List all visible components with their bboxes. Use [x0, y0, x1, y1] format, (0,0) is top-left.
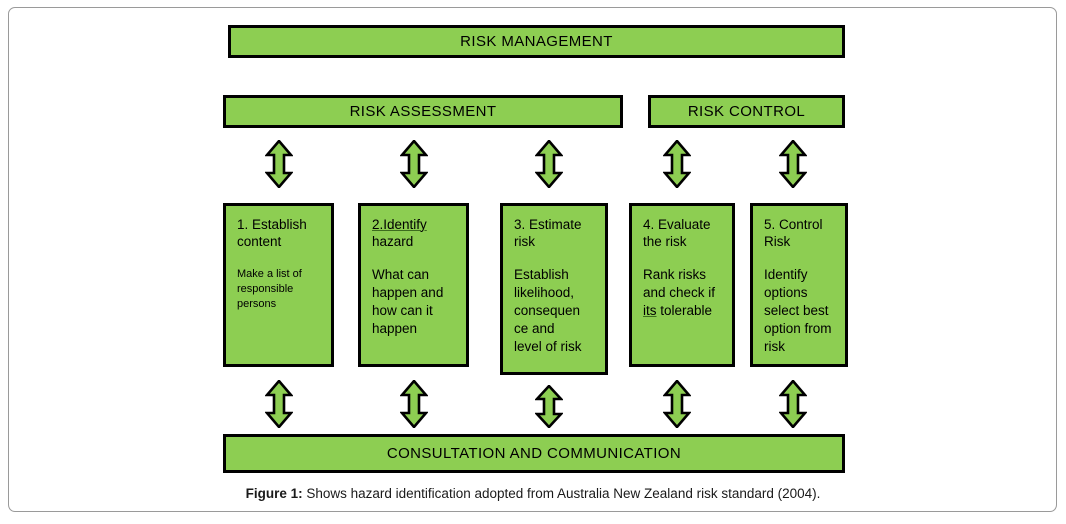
step-4-title: 4. Evaluate the risk [643, 217, 711, 249]
step-2-title-misspelled: 2.Identify [372, 217, 427, 232]
double-arrow-icon [535, 140, 563, 188]
step-box-5: 5. Control Risk Identify options select … [750, 203, 848, 367]
step-3-title: 3. Estimate risk [514, 217, 582, 249]
step-1-body: Make a list of responsible persons [237, 268, 302, 310]
step-1-title: 1. Establish content [237, 217, 307, 249]
step-2-title-rest: hazard [372, 234, 414, 249]
double-arrow-icon [779, 140, 807, 188]
consultation-communication-bar: CONSULTATION AND COMMUNICATION [223, 434, 845, 473]
double-arrow-icon [535, 385, 563, 428]
figure-caption-text: Shows hazard identification adopted from… [302, 486, 821, 501]
risk-assessment-bar: RISK ASSESSMENT [223, 95, 623, 128]
double-arrow-icon [663, 380, 691, 428]
step-2-title: 2.Identify hazard [372, 216, 457, 250]
step-4-body-misspelled: its [643, 303, 657, 318]
risk-assessment-label: RISK ASSESSMENT [349, 103, 497, 120]
step-4-body: Rank risks and check if its tolerable [643, 266, 723, 320]
step-box-4: 4. Evaluate the risk Rank risks and chec… [629, 203, 735, 367]
figure-caption-prefix: Figure 1: [245, 486, 303, 501]
double-arrow-icon [265, 380, 293, 428]
step-4-body-lead: Rank risks and check if [643, 267, 716, 300]
double-arrow-icon [265, 140, 293, 188]
risk-management-bar: RISK MANAGEMENT [228, 25, 845, 58]
risk-control-bar: RISK CONTROL [648, 95, 845, 128]
step-2-body: What can happen and how can it happen [372, 267, 444, 336]
double-arrow-icon [400, 140, 428, 188]
step-box-3: 3. Estimate risk Establish likelihood, c… [500, 203, 608, 375]
consultation-communication-label: CONSULTATION AND COMMUNICATION [386, 445, 682, 462]
risk-control-label: RISK CONTROL [687, 103, 806, 120]
step-5-title: 5. Control Risk [764, 217, 823, 249]
step-3-body: Establish likelihood, consequen ce and l… [514, 267, 582, 354]
step-box-2: 2.Identify hazard What can happen and ho… [358, 203, 469, 367]
figure-caption: Figure 1: Shows hazard identification ad… [0, 486, 1066, 501]
step-box-1: 1. Establish content Make a list of resp… [223, 203, 334, 367]
risk-management-label: RISK MANAGEMENT [460, 33, 613, 50]
double-arrow-icon [779, 380, 807, 428]
step-5-body: Identify options select best option from… [764, 267, 832, 354]
double-arrow-icon [663, 140, 691, 188]
step-4-body-tail: tolerable [656, 303, 713, 318]
double-arrow-icon [400, 380, 428, 428]
